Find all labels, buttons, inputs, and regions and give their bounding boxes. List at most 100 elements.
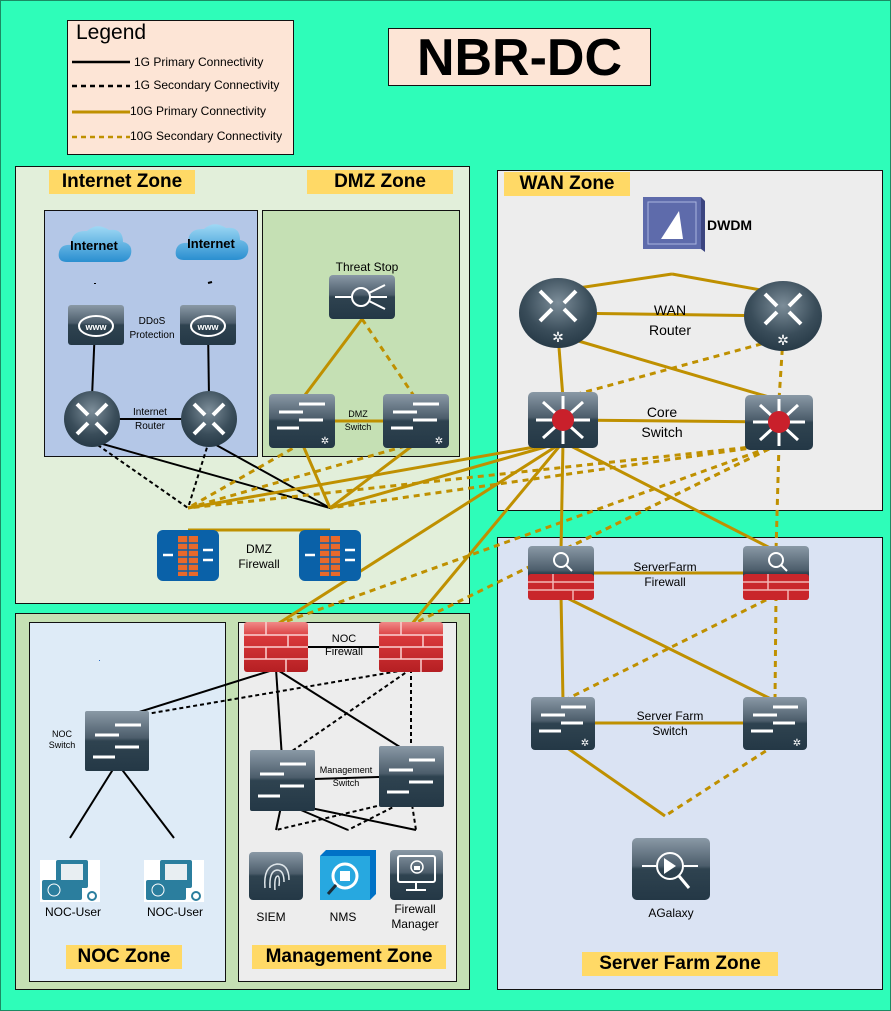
serverfarm-firewall-label-line1: ServerFarm <box>633 560 697 574</box>
link-10g-primary-core-switch-1-to-core-switch-2 <box>562 418 780 424</box>
serverfarm-firewall-icon <box>743 546 809 600</box>
link-10g-primary-wan-router-1-to-core-switch-2 <box>557 333 780 402</box>
svg-text:www: www <box>84 322 107 332</box>
link-10g-secondary-threat-stop-to-dmz-switch-2 <box>360 318 418 400</box>
dmz-switch-icon: ✲ <box>269 394 335 448</box>
link-10g-secondary-core-switch-2-to-noc-firewall-1 <box>275 442 780 627</box>
svg-text:✲: ✲ <box>581 738 589 749</box>
dmz-firewall-icon <box>299 530 361 581</box>
noc-zone <box>29 622 226 982</box>
wan-router-label: WAN Router <box>630 300 710 340</box>
noc-firewall-icon <box>244 622 308 672</box>
core-switch-icon <box>745 395 813 450</box>
page-title: NBR-DC <box>388 28 651 87</box>
link-10g-secondary-wan-router-2-to-core-switch-1 <box>562 336 784 400</box>
zone-tag-management: Management Zone <box>252 945 446 969</box>
wan-router-label-line1: WAN <box>653 302 687 318</box>
ddos-label-line2: Protection <box>129 330 175 341</box>
svg-text:✲: ✲ <box>435 436 443 447</box>
dmz-firewall-icon <box>157 530 219 581</box>
internet-cloud-icon <box>58 226 132 262</box>
nms-icon <box>320 850 376 900</box>
zone-tag-noc: NOC Zone <box>66 945 182 969</box>
dmz-firewall-label: DMZ Firewall <box>224 542 294 572</box>
svg-text:✲: ✲ <box>552 329 564 345</box>
link-10g-primary-core-switch-1-to-noc-firewall-2 <box>409 441 565 626</box>
firewall-manager-label-line1: Firewall <box>394 902 436 916</box>
link-1g-primary-noc-firewall-1-to-management-switch-2 <box>275 668 412 755</box>
management-switch-icon <box>250 750 315 811</box>
ddos-protection-icon: www <box>68 305 124 345</box>
zone-tag-wan: WAN Zone <box>504 172 630 196</box>
link-1g-secondary-internet-router-2-to-dmz-firewall-1 <box>187 440 210 509</box>
legend-item-10g-secondary: 10G Secondary Connectivity <box>130 129 283 143</box>
firewall-manager-label: Firewall Manager <box>380 902 450 932</box>
wan-router-icon: ✲ <box>519 278 597 348</box>
dwdm-label: DWDM <box>707 217 753 233</box>
link-10g-secondary-core-switch-2-to-dmz-firewall-2 <box>329 442 780 510</box>
serverfarm-switch-label: Server Farm Switch <box>625 709 715 739</box>
link-10g-primary-serverfarm-switch-1-to-agalaxy <box>562 743 666 818</box>
wan-router-label-line2: Router <box>648 322 692 338</box>
noc-user-label: NOC-User <box>45 905 101 919</box>
noc-switch-label: NOC Switch <box>42 729 82 751</box>
legend-item-1g-secondary: 1G Secondary Connectivity <box>134 78 280 92</box>
link-1g-primary-noc-switch-to-noc-user-2 <box>116 762 175 839</box>
link-1g-primary-internet-cloud-2-to-ddos-2 <box>207 281 213 284</box>
svg-text:✲: ✲ <box>777 332 789 348</box>
management-switch-label-line1: Management <box>319 765 373 775</box>
link-10g-primary-core-switch-1-to-dmz-firewall-2 <box>329 440 564 510</box>
legend-swatches <box>72 60 130 139</box>
wan-router-icon: ✲ <box>744 281 822 351</box>
noc-switch-icon <box>85 711 149 771</box>
agalaxy-label: AGalaxy <box>648 906 694 920</box>
noc-firewall-label-line2: Firewall <box>325 646 363 658</box>
link-1g-secondary-noc-firewall-2-to-management-switch-1 <box>281 668 412 759</box>
management-switch-label-line2: Switch <box>332 778 360 788</box>
internet-cloud-label: Internet <box>70 238 118 253</box>
serverfarm-firewall-label-line2: Firewall <box>644 575 686 589</box>
link-10g-secondary-core-switch-2-to-serverfarm-firewall-1 <box>560 442 780 553</box>
serverfarm-switch-icon: ✲ <box>743 697 807 750</box>
noc-switch-label-line1: NOC <box>52 729 72 739</box>
noc-firewall-icon <box>379 622 443 672</box>
noc-firewall-label: NOC Firewall <box>310 633 378 659</box>
link-1g-primary-noc-firewall-1-to-management-switch-1 <box>275 668 283 759</box>
dmz-firewall-label-line2: Firewall <box>238 557 280 571</box>
noc-firewall-label-line1: NOC <box>331 633 357 645</box>
link-10g-primary-core-switch-1-to-serverfarm-firewall-1 <box>559 441 565 552</box>
legend-item-10g-primary: 10G Primary Connectivity <box>130 104 267 118</box>
core-switch-label: Core Switch <box>622 402 702 442</box>
threat-stop-icon <box>329 275 395 319</box>
noc-zone-dot <box>99 660 100 661</box>
link-10g-primary-serverfarm-firewall-1-to-serverfarm-switch-2 <box>560 593 776 703</box>
legend: Legend 1G Primary Connectivity 1G Second… <box>67 20 294 155</box>
link-1g-secondary-internet-router-1-to-dmz-firewall-1 <box>91 440 189 509</box>
link-1g-primary-noc-firewall-1-to-noc-switch <box>116 668 277 720</box>
core-switch-icon <box>528 392 598 448</box>
link-10g-primary-threat-stop-to-dmz-switch-1 <box>300 318 364 400</box>
nms-label: NMS <box>329 910 357 924</box>
management-switch-label: Management Switch <box>314 764 378 790</box>
serverfarm-switch-label-line2: Switch <box>652 724 688 738</box>
link-10g-secondary-core-switch-2-to-serverfarm-firewall-2 <box>774 443 781 552</box>
dmz-switch-label-line2: Switch <box>344 422 372 432</box>
siem-icon <box>249 852 303 900</box>
serverfarm-firewall-icon <box>528 546 594 600</box>
link-10g-primary-dmz-switch-1-to-dmz-firewall-2 <box>300 442 332 509</box>
dmz-switch-label: DMZ Switch <box>335 408 381 434</box>
noc-user-label: NOC-User <box>147 905 203 919</box>
noc-switch-label-line2: Switch <box>48 740 76 750</box>
link-10g-primary-serverfarm-firewall-1-to-serverfarm-switch-1 <box>559 594 565 702</box>
link-10g-secondary-serverfarm-switch-2-to-agalaxy <box>664 743 776 818</box>
noc-user-icon <box>144 860 204 902</box>
noc-user-icon <box>40 860 100 902</box>
svg-text:✲: ✲ <box>321 436 329 447</box>
zone-tag-server-farm: Server Farm Zone <box>582 952 778 976</box>
link-1g-secondary-management-switch-2-to-firewall-manager <box>410 797 417 831</box>
link-10g-primary-core-switch-1-to-dmz-firewall-1 <box>187 440 564 510</box>
internet-cloud-icon <box>175 224 249 260</box>
zone-tag-internet: Internet Zone <box>49 170 195 194</box>
ddos-label-line1: DDoS <box>138 316 166 327</box>
link-10g-secondary-core-switch-2-to-noc-firewall-2 <box>410 442 780 627</box>
